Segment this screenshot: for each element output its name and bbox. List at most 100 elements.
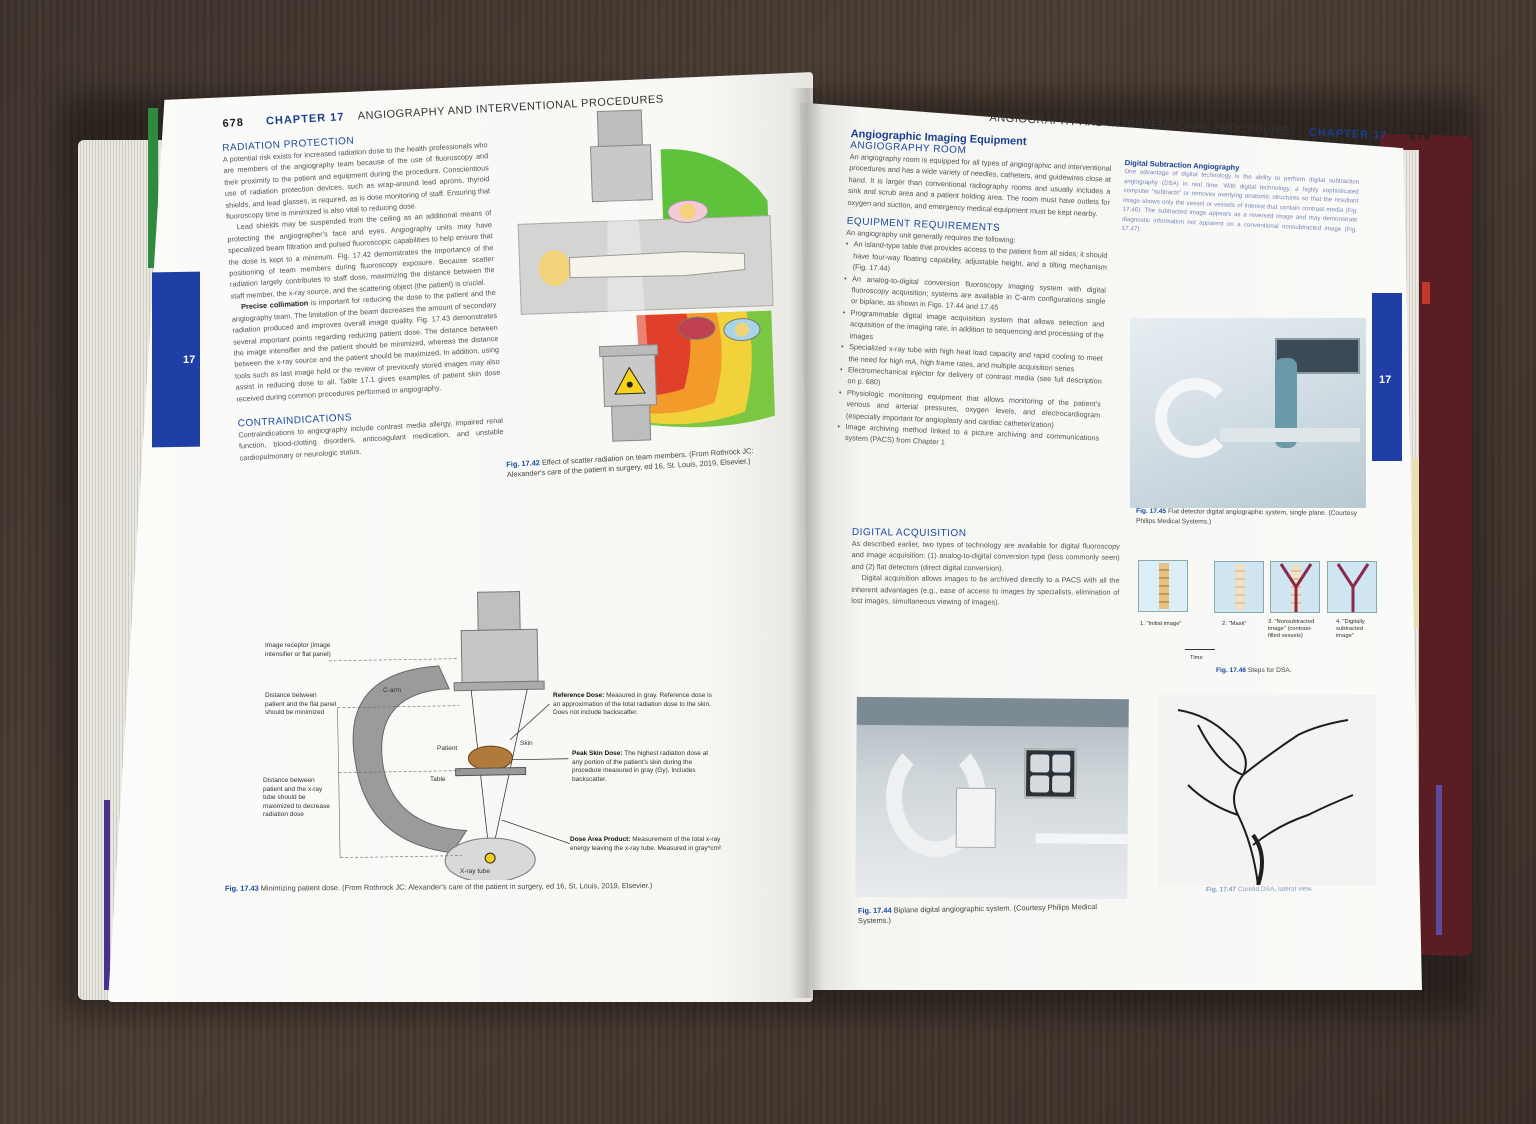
lead-shields-text: Lead shields may be suspended from the c… [227, 208, 495, 301]
patient-body [568, 251, 746, 279]
label-image-receptor: Image receptor (image intensifier or fla… [265, 642, 331, 658]
label-distance-tube: Distance between patient and the x-ray t… [263, 777, 330, 819]
ref-dose-block: Reference Dose: Measured in gray. Refere… [553, 692, 713, 718]
flat-detector-c-arm [1155, 378, 1235, 458]
team-member-top-head [679, 203, 696, 220]
label-xray-tube: X-ray tube [460, 868, 490, 875]
left-text-column: RADIATION PROTECTION A potential risk ex… [222, 128, 505, 463]
contrast-vessels [1279, 563, 1313, 612]
dashed-guide-2 [337, 705, 460, 709]
right-chapter-label: CHAPTER 17 [1308, 126, 1388, 143]
peak-dose-block: Peak Skin Dose: The highest radiation do… [572, 750, 717, 784]
edge-tab-red [1422, 282, 1430, 304]
patient-head-shape [467, 745, 513, 771]
xray-tube-base [611, 404, 652, 442]
spine-shape [1235, 564, 1245, 610]
carotid-vessels [1177, 709, 1354, 885]
label-distance-panel: Distance between patient and the flat pa… [265, 692, 337, 717]
fig-17-46-caption-text: Steps for DSA. [1247, 667, 1292, 674]
left-chapter-label: CHAPTER 17 [265, 111, 345, 128]
digital-acquisition-section: DIGITAL ACQUISITION As described earlier… [851, 527, 1120, 609]
label-patient: Patient [437, 745, 458, 752]
fig-17-46-caption: Fig. 17.46 Steps for DSA. [1216, 666, 1292, 676]
patient-head [538, 250, 571, 287]
team-member-red [678, 316, 716, 340]
dashed-guide-1 [328, 658, 459, 662]
fig-17-45-caption-text: Flat detector digital angiographic syste… [1135, 508, 1358, 526]
dsa-step-3: 3. "Nonsubtracted image" (contrast-fille… [1268, 619, 1315, 639]
label-skin: Skin [520, 740, 533, 747]
fig-17-45-caption: Fig. 17.45 Flat detector digital angiogr… [1136, 507, 1364, 529]
fig-17-46-label: Fig. 17.46 [1216, 667, 1247, 674]
table-shape [455, 766, 527, 777]
fig-17-43-carm-diagram [328, 591, 571, 880]
patient-table [1035, 833, 1128, 845]
collimation-lead: Precise collimation [240, 298, 309, 312]
digital-acquisition-text-1: As described earlier, two types of techn… [851, 538, 1120, 573]
dap-pointer [501, 819, 571, 845]
ref-dose-label: Reference Dose: [553, 692, 605, 699]
edge-tab-cream [1412, 458, 1419, 628]
spine-shape [1159, 563, 1169, 609]
angiography-room-text: An angiography room is equipped for all … [847, 151, 1112, 218]
fig-17-44-photo [855, 696, 1129, 900]
subtracted-vessels [1336, 563, 1370, 612]
radiation-warning-icon [614, 366, 647, 395]
label-table: Table [430, 776, 446, 783]
fig-17-47-photo [1158, 695, 1376, 885]
right-page-number: 679 [1409, 131, 1432, 145]
fig-17-43-caption-text: Minimizing patient dose. (From Rothrock … [260, 880, 653, 893]
image-intensifier-body [589, 144, 653, 203]
left-page-number: 678 [222, 116, 245, 130]
team-member-blue-head [734, 322, 749, 337]
staff-figure [1275, 358, 1297, 448]
fig-17-47-label: Fig. 17.47 [1205, 886, 1237, 894]
distance-bracket-1 [337, 707, 339, 773]
edge-tab-green [148, 108, 158, 268]
edge-tab-violet [1436, 785, 1442, 935]
image-intensifier [596, 109, 643, 148]
fig-17-47-caption-text: Carotid DSA, lateral view. [1237, 885, 1313, 894]
image-receptor [460, 628, 539, 684]
fig-17-47-caption: Fig. 17.47 Carotid DSA, lateral view. [1206, 885, 1313, 896]
fig-17-44-caption-text: Biplane digital angiographic system. (Co… [858, 902, 1098, 926]
detector-unit [955, 787, 997, 849]
dap-label: Dose Area Product: [570, 836, 631, 843]
dsa-text: One advantage of digital technology is t… [1121, 167, 1360, 234]
distance-bracket-2 [338, 772, 341, 858]
dsa-step-4: 4. "Digitally subtracted image" [1336, 619, 1365, 639]
beam-line-left [470, 690, 491, 863]
dashed-guide-4 [340, 855, 463, 859]
peak-dose-text: The highest radiation dose at any portio… [572, 750, 709, 783]
dap-block: Dose Area Product: Measurement of the to… [570, 836, 730, 853]
left-tab-number: 17 [183, 354, 196, 366]
time-arrow [1185, 649, 1215, 650]
dsa-section: Digital Subtraction Angiography One adva… [1122, 158, 1360, 244]
dsa-subtracted-image [1327, 561, 1377, 613]
peak-dose-pointer [512, 758, 569, 761]
peak-dose-label: Peak Skin Dose: [572, 750, 623, 757]
dsa-nonsubtracted-image [1270, 561, 1320, 613]
dsa-step-1: 1. "Initial image" [1140, 621, 1182, 627]
receptor-top [476, 591, 521, 631]
dsa-step-2: 2. "Mask" [1222, 621, 1247, 627]
ref-dose-pointer [509, 703, 550, 740]
ref-dose-text: Measured in gray. Reference dose is an a… [553, 692, 712, 717]
beam-line-right [489, 689, 528, 863]
fig-17-45-label: Fig. 17.45 [1136, 507, 1167, 516]
ceiling-rail [856, 696, 1129, 728]
book-gutter [790, 88, 824, 998]
equipment-list: An island-type table that provides acces… [837, 238, 1108, 455]
dap-text: Measurement of the total x-ray energy le… [570, 836, 722, 852]
right-thumb-tab [1372, 293, 1402, 461]
radiation-trefoil-icon [626, 381, 633, 388]
dsa-initial-image [1138, 560, 1188, 612]
fig-17-43-label: Fig. 17.43 [224, 883, 259, 893]
dsa-time-label: Time [1190, 655, 1203, 661]
label-c-arm: C-arm [383, 687, 402, 694]
xray-focal-spot [484, 852, 496, 864]
dashed-guide-3 [338, 770, 461, 774]
dsa-mask-image [1214, 561, 1264, 613]
c-arm-shape [352, 665, 468, 854]
digital-acquisition-text-2: Digital acquisition allows images to be … [851, 573, 1120, 607]
